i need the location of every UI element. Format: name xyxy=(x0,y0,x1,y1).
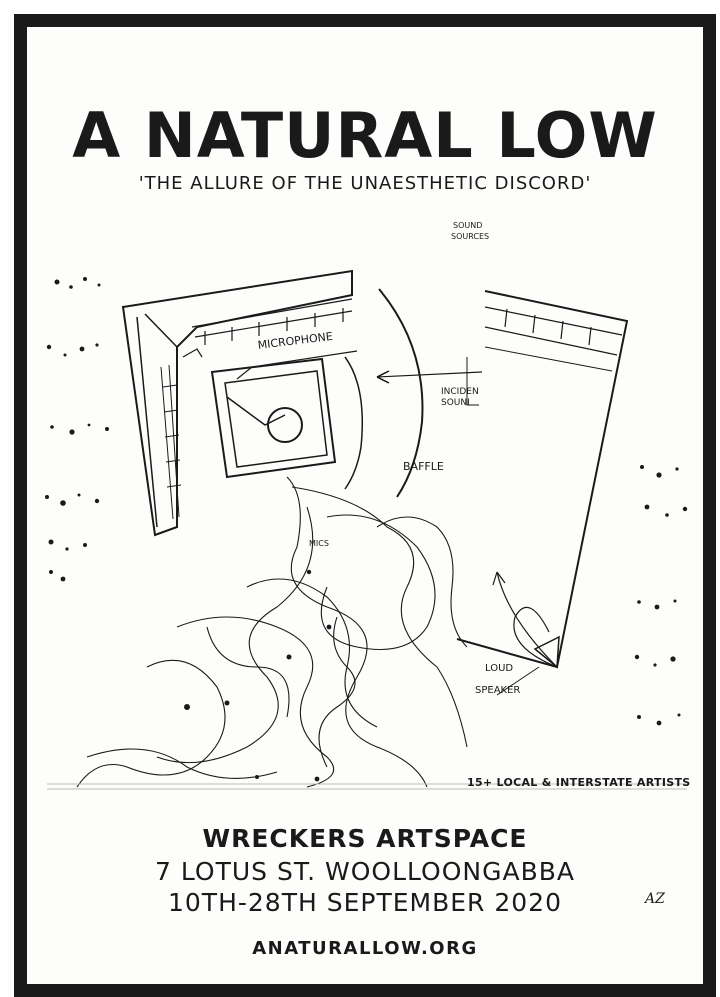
artist-signature: AZ xyxy=(645,891,665,907)
label-incident-2: SOUNI xyxy=(441,398,470,408)
label-sound-sources-1: SOUND xyxy=(453,221,483,230)
poster-subtitle: 'THE ALLURE OF THE UNAESTHETIC DISCORD' xyxy=(138,173,592,194)
label-sound-sources-2: SOURCES xyxy=(451,232,490,241)
poster-title: A NATURAL LOW xyxy=(72,99,658,172)
artists-count: 15+ LOCAL & INTERSTATE ARTISTS xyxy=(467,776,691,789)
event-dates: 10TH-28TH SEPTEMBER 2020 xyxy=(168,888,562,917)
label-baffle: BAFFLE xyxy=(403,460,444,473)
label-loud: LOUD xyxy=(485,663,514,674)
website-url: ANATURALLOW.ORG xyxy=(252,938,478,959)
poster: A NATURAL LOW 'THE ALLURE OF THE UNAESTH… xyxy=(14,14,716,997)
label-speaker: SPEAKER xyxy=(475,685,521,696)
venue-name: WRECKERS ARTSPACE xyxy=(202,824,528,853)
label-incident-1: INCIDEN xyxy=(441,387,479,397)
label-mics: MICS xyxy=(309,539,329,548)
diagram-artwork xyxy=(45,269,688,790)
venue-address: 7 LOTUS ST. WOOLLOONGABBA xyxy=(155,857,575,886)
